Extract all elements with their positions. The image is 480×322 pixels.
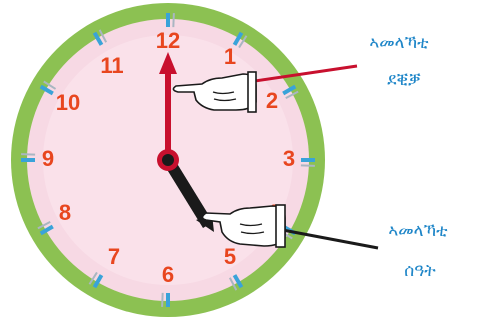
clock-number-12: 12 — [156, 28, 180, 53]
hour-tick-shadow — [162, 293, 163, 307]
clock-number-6: 6 — [162, 262, 174, 287]
clock-number-11: 11 — [100, 53, 123, 78]
clock-number-8: 8 — [59, 200, 71, 225]
clock-number-1: 1 — [224, 44, 236, 69]
clock-number-7: 7 — [108, 244, 120, 269]
clock-number-9: 9 — [42, 146, 54, 171]
hour-tick-shadow — [173, 13, 174, 27]
minute-hand-label-line2: ደቒቓ — [387, 70, 421, 90]
hour-hand-label-line1: ኣመላኻቲ — [388, 221, 448, 241]
hour-hand-label-line2: ሰዓት — [404, 261, 436, 281]
minute-hand-label-line1: ኣመላኻቲ — [369, 33, 429, 53]
hour-tick-shadow — [21, 154, 35, 155]
clock-number-2: 2 — [266, 88, 278, 113]
hour-tick-shadow — [301, 165, 315, 166]
clock-number-5: 5 — [224, 244, 236, 269]
clock-number-10: 10 — [56, 90, 80, 115]
clock-number-3: 3 — [283, 146, 295, 171]
